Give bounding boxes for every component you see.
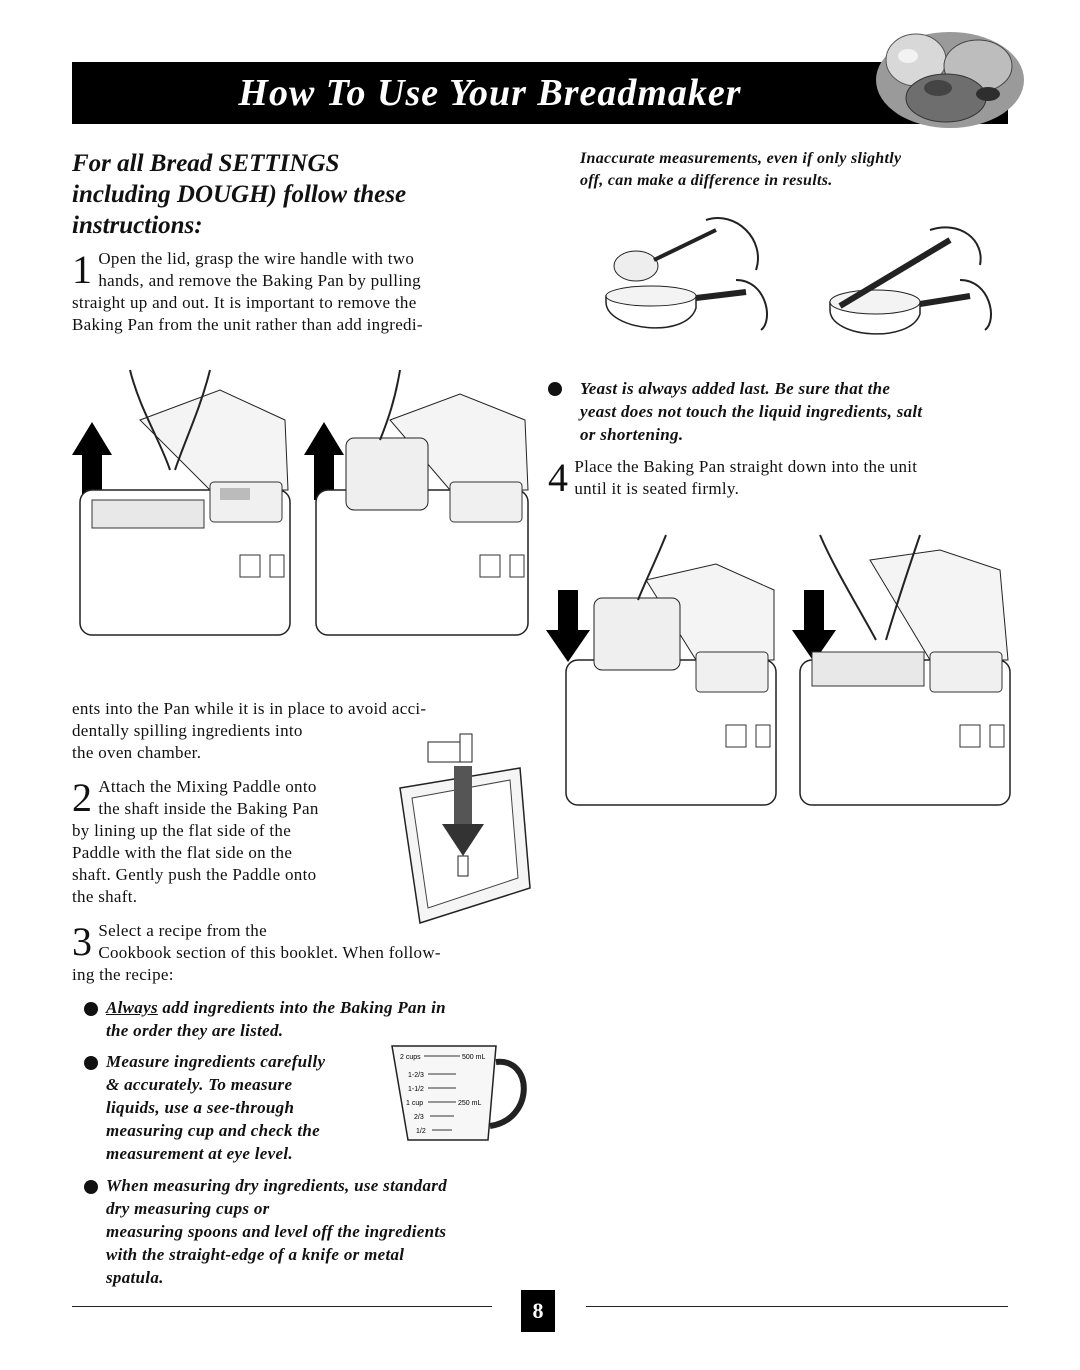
bullet-icon <box>548 382 562 396</box>
note-text: Yeast is always added last. Be sure that… <box>580 379 891 398</box>
bullet-measure: Measure ingredients carefully & accurate… <box>106 1050 386 1165</box>
step-text: hands, and remove the Baking Pan by pull… <box>98 271 421 290</box>
footer-rule-left <box>72 1306 492 1307</box>
note-text: off, can make a difference in results. <box>580 172 833 189</box>
step-text: straight up and out. It is important to … <box>72 293 417 312</box>
bullet-dry: When measuring dry ingredients, use stan… <box>106 1174 546 1289</box>
cup-label: 2/3 <box>414 1114 424 1121</box>
step-text: Paddle with the flat side on the <box>72 843 293 862</box>
step-text: dentally spilling ingredients into <box>72 721 303 740</box>
step-text: the shaft inside the Baking Pan <box>98 799 319 818</box>
page-number: 8 <box>521 1290 555 1332</box>
bread-photo-illustration <box>876 32 1024 128</box>
bullet-order: Always add ingredients into the Baking P… <box>106 996 536 1042</box>
step-number: 1 <box>72 247 93 292</box>
step-text: ing the recipe: <box>72 965 174 984</box>
bullet-text: the order they are listed. <box>106 1021 284 1040</box>
cup-label: 1 cup <box>406 1100 423 1107</box>
bullet-text: spatula. <box>106 1268 164 1287</box>
note-text: or shortening. <box>580 425 684 444</box>
leveling-knife-illustration <box>829 226 992 335</box>
bullet-text: liquids, use a see-through <box>106 1098 295 1117</box>
bullet-text: measuring cup and check the <box>106 1121 321 1140</box>
measuring-spoon-illustration <box>605 217 768 331</box>
step-4: 4 Place the Baking Pan straight down int… <box>548 456 1008 500</box>
page-title: How To Use Your Breadmaker <box>238 72 742 114</box>
measuring-cup-illustration: 2 cups 500 mL 1-2/3 1-1/2 1 cup 250 mL 2… <box>391 1045 527 1141</box>
bullet-text: When measuring dry ingredients, use stan… <box>106 1176 447 1195</box>
breadmaker-lifted-pan-illustration <box>304 369 529 636</box>
bullet-text: with the straight-edge of a knife or met… <box>106 1245 405 1264</box>
heading-line: including DOUGH) follow these <box>72 181 407 208</box>
note-text: Inaccurate measurements, even if only sl… <box>580 150 902 167</box>
step-text: the oven chamber. <box>72 743 202 762</box>
step-text: Place the Baking Pan straight down into … <box>574 457 918 476</box>
step-text: by lining up the flat side of the <box>72 821 292 840</box>
step-text: shaft. Gently push the Paddle onto <box>72 865 317 884</box>
note-text: yeast does not touch the liquid ingredie… <box>580 402 923 421</box>
cup-label: 1-2/3 <box>408 1072 424 1079</box>
step-number: 3 <box>72 919 93 964</box>
accuracy-note: Inaccurate measurements, even if only sl… <box>580 148 1010 192</box>
emphasis-text: Always <box>106 998 158 1017</box>
step-text: Baking Pan from the unit rather than add… <box>72 315 423 334</box>
step-text: Cookbook section of this booklet. When f… <box>98 943 441 962</box>
cup-label: 250 mL <box>458 1100 481 1107</box>
bullet-icon <box>84 1180 98 1194</box>
mixing-paddle-illustration <box>399 733 531 924</box>
bullet-text: add ingredients into the Baking Pan in <box>157 998 446 1017</box>
section-heading: For all Bread SETTINGS including DOUGH) … <box>72 148 512 241</box>
cup-label: 500 mL <box>462 1054 485 1061</box>
yeast-note: Yeast is always added last. Be sure that… <box>580 377 1010 446</box>
heading-line: instructions: <box>72 212 203 239</box>
cup-label: 1/2 <box>416 1128 426 1135</box>
breadmaker-remove-pan-illustration <box>72 369 291 636</box>
bullet-text: Measure ingredients carefully <box>106 1052 326 1071</box>
step-text: Open the lid, grasp the wire handle with… <box>98 249 415 268</box>
breadmaker-insert-pan-illustration <box>546 534 777 806</box>
bullet-icon <box>84 1056 98 1070</box>
bullet-text: & accurately. To measure <box>106 1075 293 1094</box>
cup-label: 1-1/2 <box>408 1086 424 1093</box>
cup-label: 2 cups <box>400 1054 421 1061</box>
step-text: until it is seated firmly. <box>574 479 740 498</box>
bullet-text: measuring spoons and level off the ingre… <box>106 1222 447 1241</box>
step-number: 2 <box>72 775 93 820</box>
step-1-continued: ents into the Pan while it is in place t… <box>72 698 512 764</box>
footer-rule-right <box>586 1306 1008 1307</box>
step-text: ents into the Pan while it is in place t… <box>72 699 427 718</box>
bullet-text: measurement at eye level. <box>106 1144 293 1163</box>
step-text: the shaft. <box>72 887 138 906</box>
step-1: 1 Open the lid, grasp the wire handle wi… <box>72 248 512 336</box>
heading-line: For all Bread SETTINGS <box>72 150 340 177</box>
step-text: Attach the Mixing Paddle onto <box>98 777 317 796</box>
title-bar <box>72 62 1008 124</box>
step-number: 4 <box>548 455 569 500</box>
breadmaker-seated-pan-illustration <box>792 534 1011 806</box>
bullet-icon <box>84 1002 98 1016</box>
bullet-text: dry measuring cups or <box>106 1199 270 1218</box>
step-3: 3 Select a recipe from the Cookbook sect… <box>72 920 522 986</box>
step-text: Select a recipe from the <box>98 921 267 940</box>
step-2: 2 Attach the Mixing Paddle onto the shaf… <box>72 776 392 908</box>
